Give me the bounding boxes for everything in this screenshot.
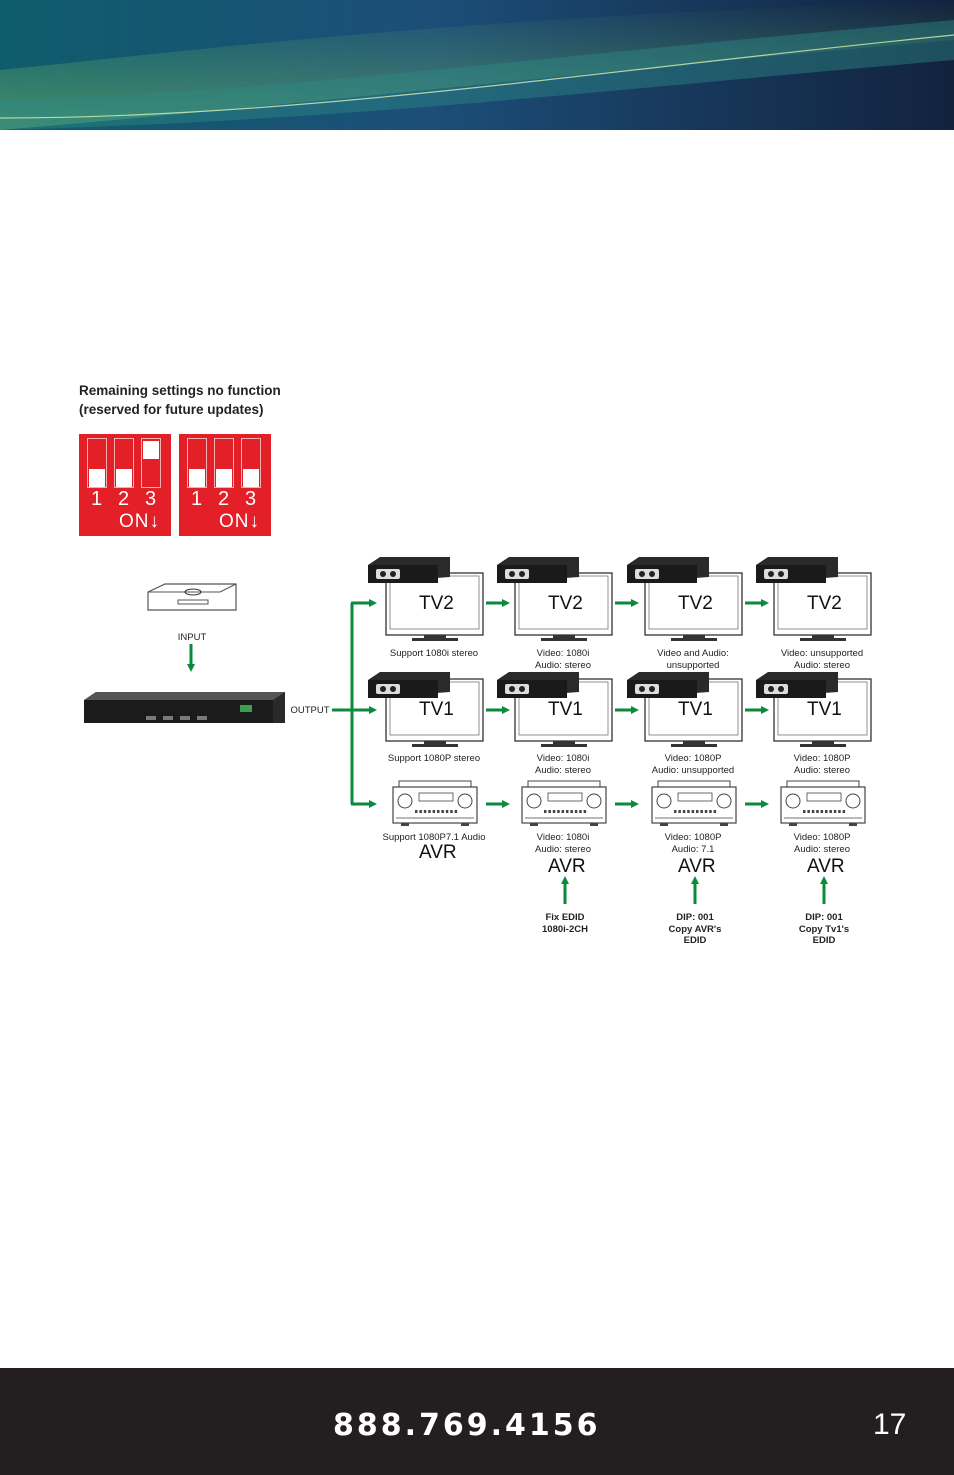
edid-note: Fix EDID 1080i-2CH xyxy=(542,912,588,935)
dip-switch-2 xyxy=(114,438,134,488)
tv2-label: TV2 xyxy=(807,593,842,614)
note-line-1: Remaining settings no function xyxy=(79,383,281,398)
tv1-caption: Support 1080P stereo xyxy=(387,753,481,764)
bluray-player-icon xyxy=(147,583,237,611)
tv2-caption: Support 1080i stereo xyxy=(389,648,479,659)
dip-on-label: ON↓ xyxy=(119,511,160,532)
hdmi-extender-icon xyxy=(368,672,450,698)
dip-switch-1 xyxy=(87,438,107,488)
edid-note: DIP: 001 Copy AVR's EDID xyxy=(668,912,722,946)
tv2-caption: Video: unsupported Audio: stereo xyxy=(780,648,864,671)
avr-caption: Support 1080P7.1 Audio xyxy=(382,832,486,843)
edid-manager-device-icon xyxy=(84,692,285,723)
tv2-caption: Video and Audio: unsupported xyxy=(657,648,729,671)
dip-number: 2 xyxy=(218,488,230,510)
avr-label: AVR xyxy=(419,842,457,863)
page-number: 17 xyxy=(873,1408,907,1441)
tv2-screen-icon xyxy=(644,572,743,641)
avr-caption: Video: 1080i Audio: stereo xyxy=(535,832,591,855)
hdmi-extender-icon xyxy=(627,557,709,583)
hdmi-extender-icon xyxy=(497,672,579,698)
avr-caption: Video: 1080P Audio: 7.1 xyxy=(664,832,722,855)
dip-number: 3 xyxy=(145,488,157,510)
header-banner xyxy=(0,0,954,130)
avr-label: AVR xyxy=(678,856,716,877)
dip-switch-1 xyxy=(187,438,207,488)
hdmi-extender-icon xyxy=(756,672,838,698)
tv2-screen-icon xyxy=(514,572,613,641)
tv2-label: TV2 xyxy=(548,593,583,614)
tv2-screen-icon xyxy=(385,572,484,641)
dip-switch-block-1: 1 2 3 ON↓ xyxy=(79,434,171,536)
tv2-caption: Video: 1080i Audio: stereo xyxy=(535,648,591,671)
tv1-label: TV1 xyxy=(678,699,713,720)
input-label: INPUT xyxy=(177,632,207,643)
hdmi-extender-icon xyxy=(497,557,579,583)
reserved-settings-note: Remaining settings no function (reserved… xyxy=(79,381,281,419)
hdmi-extender-icon xyxy=(368,557,450,583)
av-receiver-icon xyxy=(392,780,478,826)
tv1-label: TV1 xyxy=(419,699,454,720)
dip-switch-2 xyxy=(214,438,234,488)
phone-number: 888.769.4156 xyxy=(333,1408,601,1443)
dip-switch-block-2: 1 2 3 ON↓ xyxy=(179,434,271,536)
dip-number: 2 xyxy=(118,488,130,510)
output-label: OUTPUT xyxy=(290,705,330,716)
tv2-screen-icon xyxy=(773,572,872,641)
av-receiver-icon xyxy=(651,780,737,826)
avr-label: AVR xyxy=(548,856,586,877)
dip-switch-3 xyxy=(241,438,261,488)
tv1-caption: Video: 1080i Audio: stereo xyxy=(535,753,591,776)
avr-caption: Video: 1080P Audio: stereo xyxy=(793,832,851,855)
dip-switch-3 xyxy=(141,438,161,488)
hdmi-extender-icon xyxy=(627,672,709,698)
note-line-2: (reserved for future updates) xyxy=(79,402,264,417)
dip-number: 3 xyxy=(245,488,257,510)
hdmi-extender-icon xyxy=(756,557,838,583)
dip-on-label: ON↓ xyxy=(219,511,260,532)
tv2-label: TV2 xyxy=(419,593,454,614)
av-receiver-icon xyxy=(780,780,866,826)
footer-bar: 888.769.4156 17 xyxy=(0,1368,954,1475)
header-graphic xyxy=(0,0,954,130)
av-receiver-icon xyxy=(521,780,607,826)
edid-note: DIP: 001 Copy Tv1's EDID xyxy=(798,912,850,946)
tv1-label: TV1 xyxy=(548,699,583,720)
tv1-caption: Video: 1080P Audio: unsupported xyxy=(651,753,735,776)
tv1-label: TV1 xyxy=(807,699,842,720)
dip-number: 1 xyxy=(91,488,103,510)
tv2-label: TV2 xyxy=(678,593,713,614)
tv1-caption: Video: 1080P Audio: stereo xyxy=(793,753,851,776)
dip-number: 1 xyxy=(191,488,203,510)
diagram-graphics xyxy=(84,557,872,904)
avr-label: AVR xyxy=(807,856,845,877)
